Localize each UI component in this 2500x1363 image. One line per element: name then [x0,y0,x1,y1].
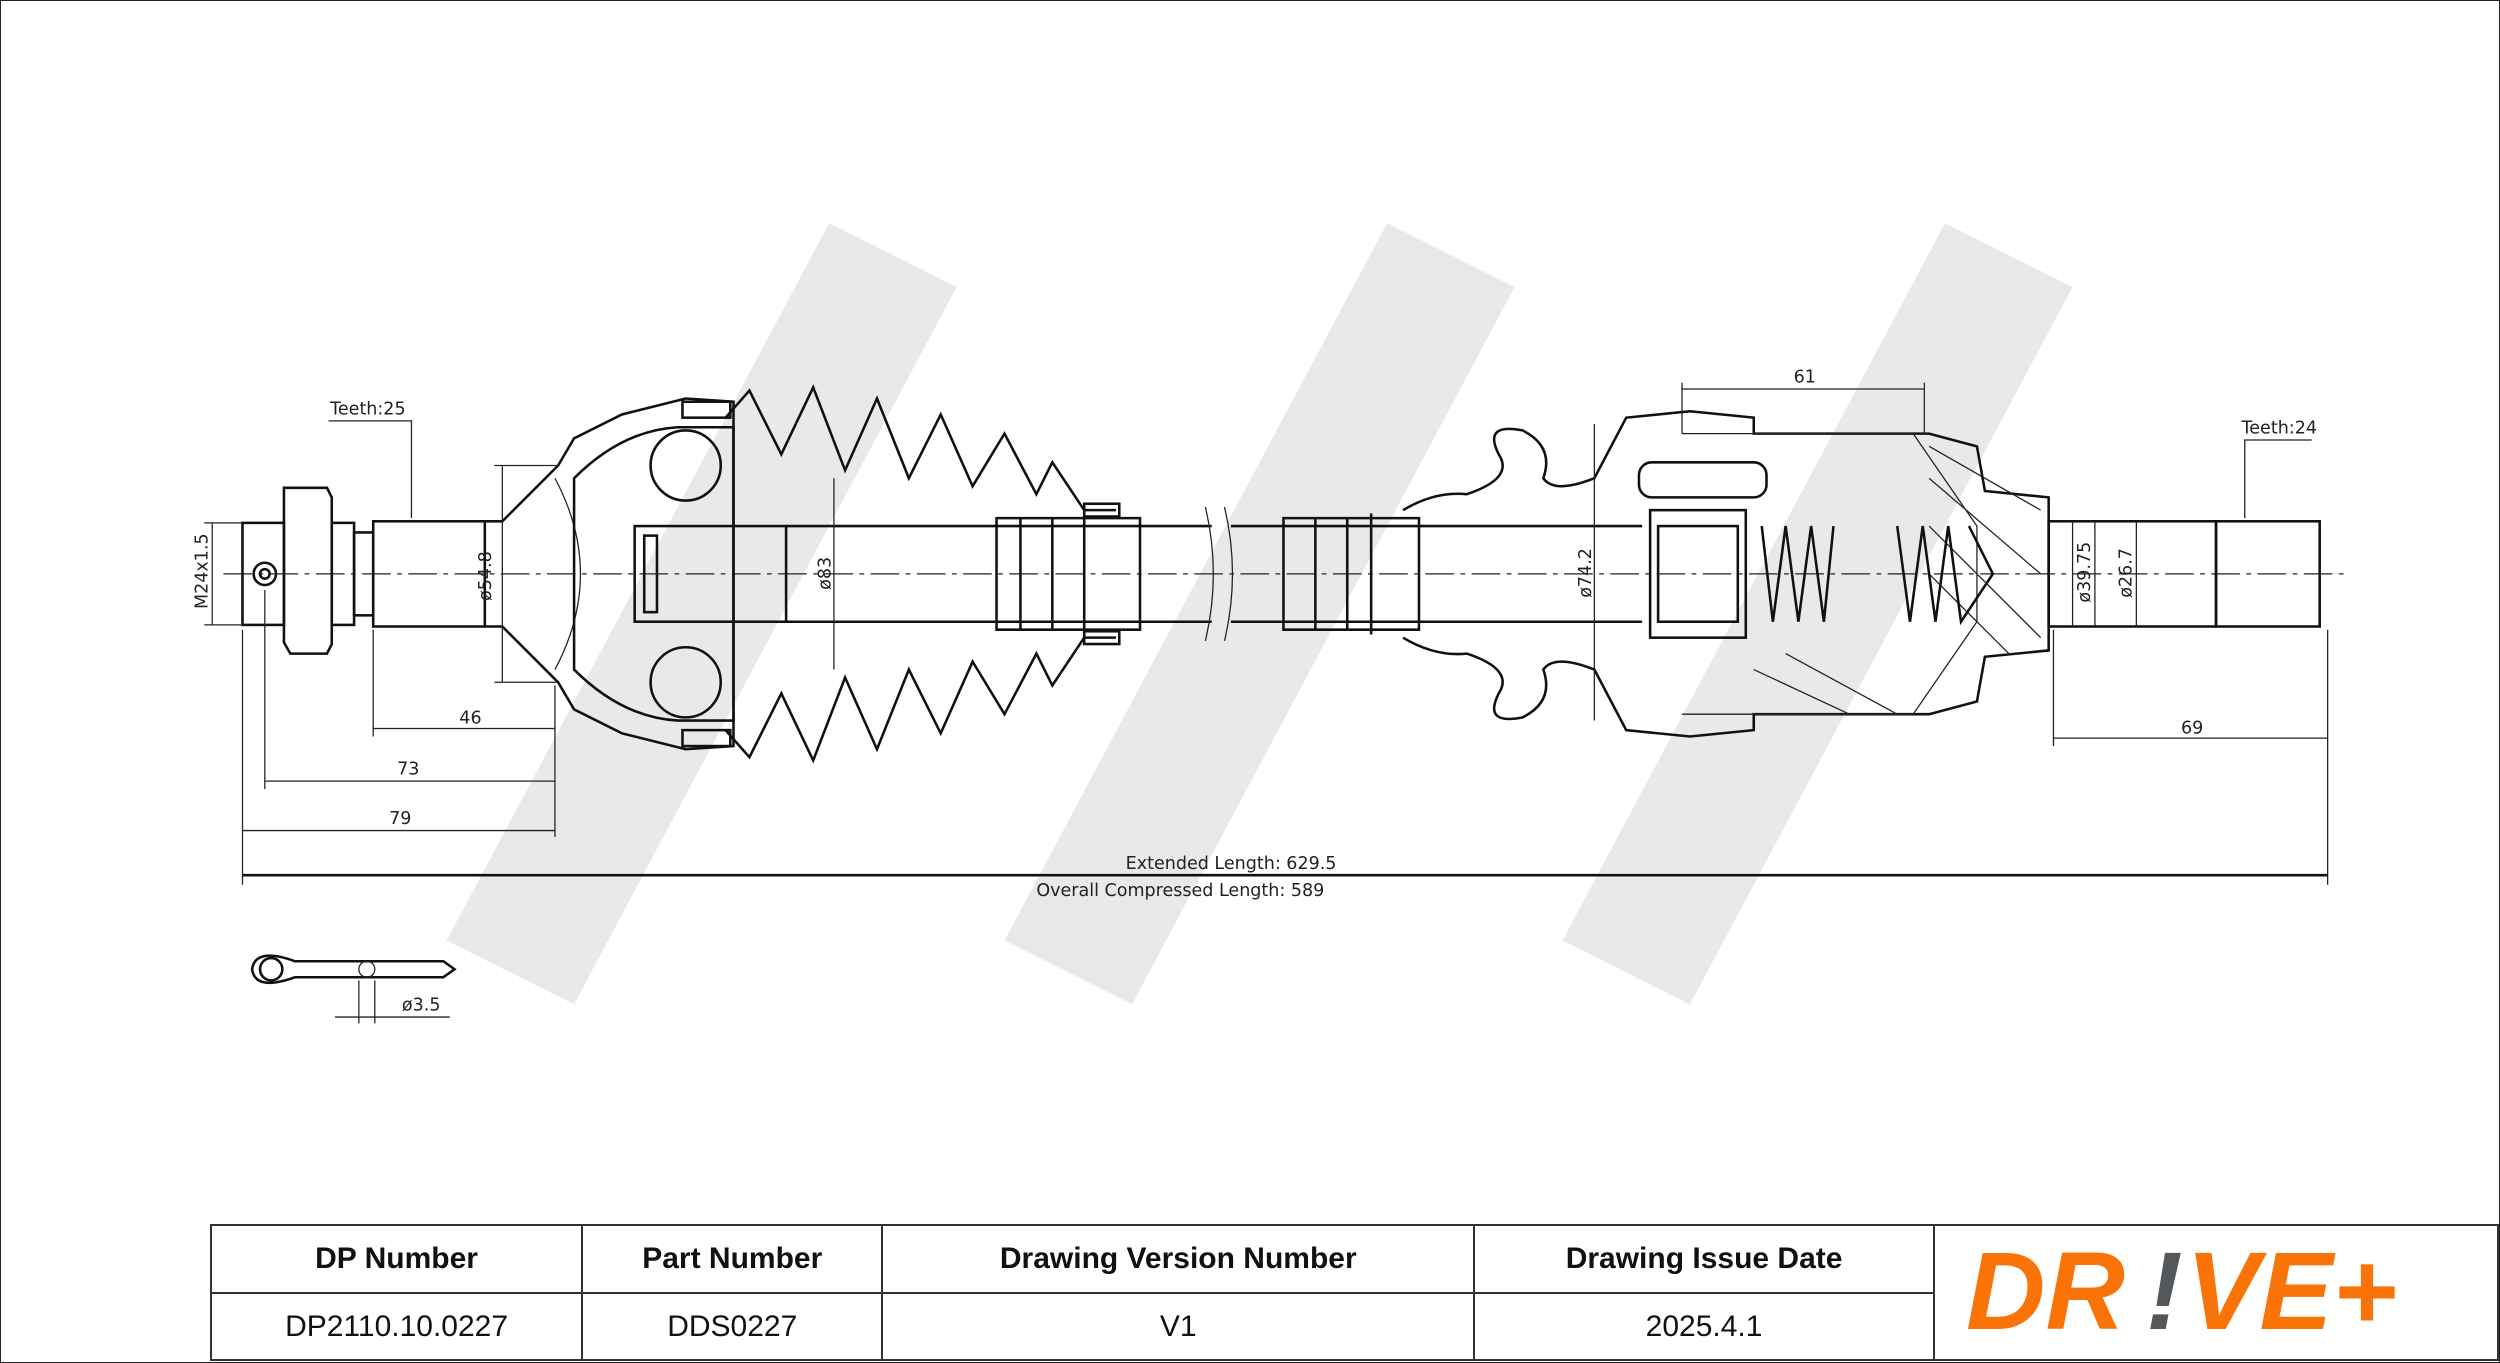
brand-logo: DR ! VE+ [1933,1224,2499,1361]
boot-dia-label: ø83 [816,557,836,590]
dp-number-value: DP2110.10.0227 [209,1292,584,1361]
dim-46: 46 [459,709,481,729]
svg-text:!: ! [2146,1230,2183,1349]
pin-dia-label: ø3.5 [402,996,441,1016]
dimensions: Teeth:25 M24x1.5 ø54.8 ø83 46 73 79 Exte… [192,368,2329,901]
left-stub-shaft [241,397,735,751]
header-part-number: Part Number [581,1224,884,1294]
left-shaft-dia-label: ø54.8 [476,551,496,601]
intermediate-shaft [786,506,1643,641]
thread-label: M24x1.5 [192,533,212,609]
left-teeth-label: Teeth:25 [329,399,405,419]
header-drawing-version: Drawing Version Number [881,1224,1476,1294]
right-shaft-dia-label: ø39.75 [2075,542,2095,603]
dim-61: 61 [1794,368,1816,388]
header-issue-date: Drawing Issue Date [1473,1224,1935,1294]
right-stub-shaft [2047,520,2321,628]
drawing-version-value: V1 [881,1292,1476,1361]
extended-length: Extended Length: 629.5 [1126,854,1337,874]
drive-plus-logo: DR ! VE+ [1966,1230,2397,1353]
cv-joint [572,425,788,722]
part-number-value: DDS0227 [581,1292,884,1361]
title-block: DP Number Part Number Drawing Version Nu… [209,1224,2499,1361]
compressed-length: Overall Compressed Length: 589 [1036,881,1324,901]
dim-69: 69 [2181,718,2203,738]
tripod-dia-label: ø74.2 [1576,548,1596,598]
watermark-logo [446,223,2073,1005]
split-pin: ø3.5 [250,954,457,1024]
left-boot [681,384,1121,764]
header-dp-number: DP Number [209,1224,584,1294]
svg-text:VE+: VE+ [2186,1230,2397,1349]
right-spline-dia-label: ø26.7 [2117,548,2137,598]
right-teeth-label: Teeth:24 [2241,419,2317,439]
svg-text:DR: DR [1966,1230,2125,1349]
dim-79: 79 [389,809,411,829]
dim-73: 73 [397,760,419,780]
issue-date-value: 2025.4.1 [1473,1292,1935,1361]
